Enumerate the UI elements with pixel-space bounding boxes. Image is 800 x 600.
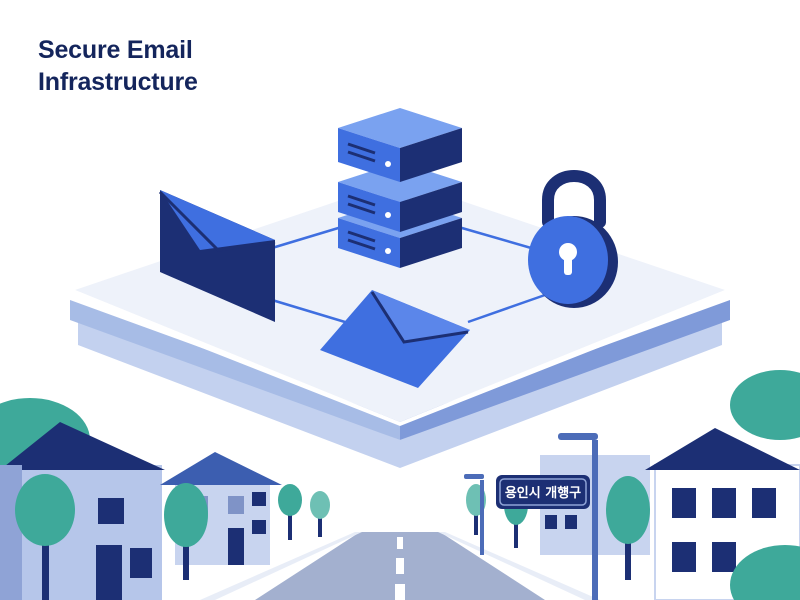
lane-mark bbox=[395, 584, 405, 600]
tree-icon bbox=[606, 476, 650, 580]
tree-icon bbox=[278, 484, 302, 540]
street-lamp-icon bbox=[464, 474, 484, 555]
title-line-1: Secure Email bbox=[38, 36, 193, 64]
street-sign-label: 용인시 개헁구 bbox=[505, 485, 581, 501]
envelope-icon bbox=[158, 190, 276, 322]
tree-icon bbox=[164, 483, 208, 580]
bush-right-front bbox=[730, 545, 800, 600]
road-edge-left bbox=[200, 532, 362, 600]
street-sign: 용인시 개헁구 bbox=[496, 475, 590, 509]
street-scene: 용인시 개헁구 bbox=[0, 370, 800, 600]
tree-icon bbox=[15, 474, 75, 600]
road-edge-right bbox=[438, 532, 600, 600]
tree-icon bbox=[310, 491, 330, 537]
lane-mark bbox=[396, 558, 404, 574]
window bbox=[545, 515, 557, 529]
street-lamp-icon bbox=[558, 433, 598, 600]
envelope-icon bbox=[320, 290, 470, 388]
lane-mark bbox=[397, 537, 403, 549]
padlock-icon bbox=[528, 170, 618, 308]
title-line-2: Infrastructure bbox=[38, 68, 198, 96]
window bbox=[565, 515, 577, 529]
bush-right bbox=[730, 370, 800, 440]
page-title: Secure Email Infrastructure bbox=[38, 34, 198, 98]
server-icon bbox=[338, 108, 462, 268]
